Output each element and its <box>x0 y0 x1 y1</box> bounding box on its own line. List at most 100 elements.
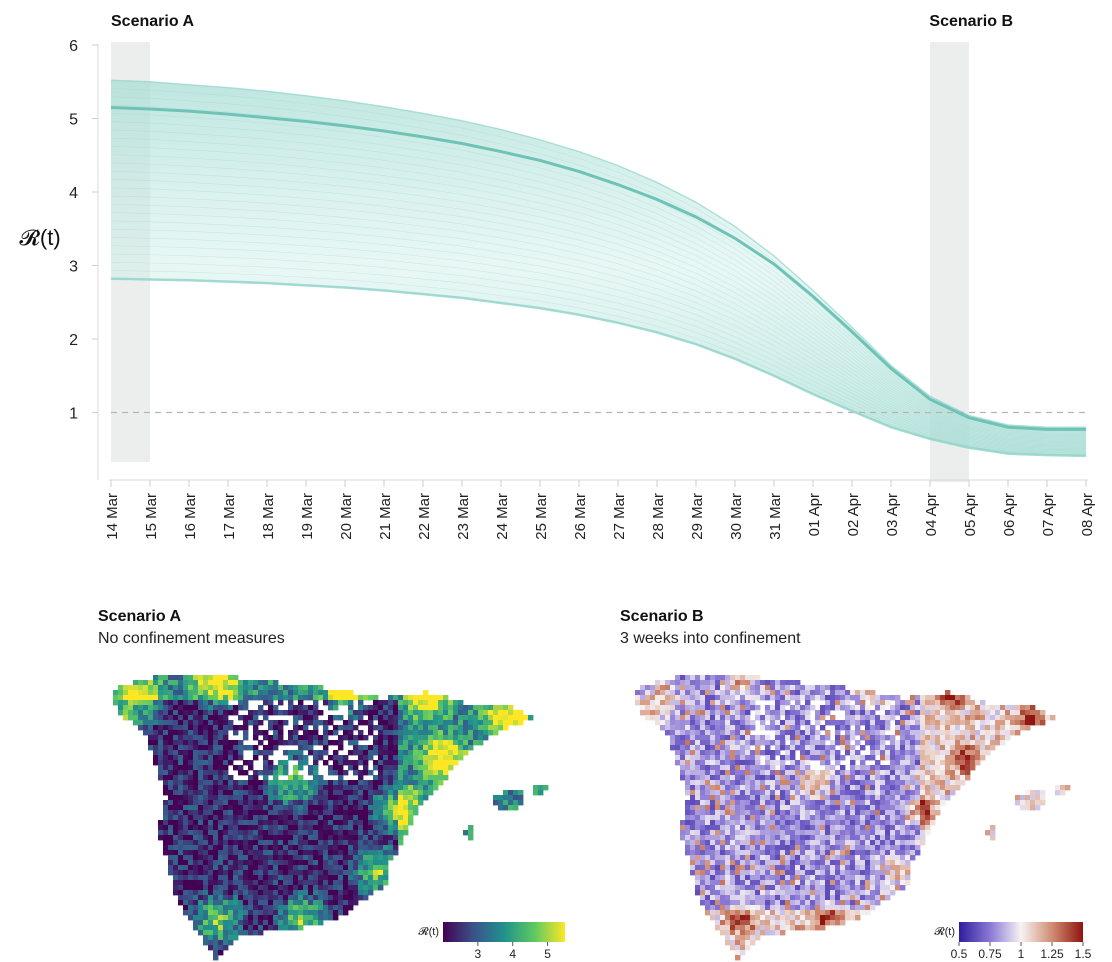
municipality-cell <box>690 845 696 851</box>
municipality-cell <box>725 750 731 756</box>
municipality-cell <box>368 715 374 721</box>
municipality-cell <box>318 855 324 861</box>
municipality-cell <box>700 680 706 686</box>
municipality-cell <box>388 730 394 736</box>
municipality-cell <box>825 780 831 786</box>
municipality-cell <box>865 770 871 776</box>
municipality-cell <box>163 700 169 706</box>
municipality-cell <box>840 875 846 881</box>
municipality-cell <box>770 725 776 731</box>
municipality-cell <box>780 765 786 771</box>
municipality-cell <box>423 715 429 721</box>
municipality-cell <box>203 715 209 721</box>
municipality-cell <box>183 810 189 816</box>
municipality-cell <box>348 830 354 836</box>
municipality-cell <box>173 700 179 706</box>
municipality-cell <box>283 895 289 901</box>
municipality-cell <box>950 705 956 711</box>
municipality-cell <box>830 745 836 751</box>
municipality-cell <box>790 745 796 751</box>
municipality-cell <box>860 765 866 771</box>
municipality-cell <box>178 760 184 766</box>
y-tick-label: 6 <box>69 38 78 55</box>
municipality-cell <box>885 830 891 836</box>
municipality-cell <box>855 710 861 716</box>
municipality-cell <box>168 780 174 786</box>
municipality-cell <box>228 695 234 701</box>
ensemble-curve <box>110 237 1087 451</box>
municipality-cell <box>675 690 681 696</box>
municipality-cell <box>503 720 509 726</box>
municipality-cell <box>865 735 871 741</box>
municipality-cell <box>745 810 751 816</box>
municipality-cell <box>705 835 711 841</box>
municipality-cell <box>308 860 314 866</box>
municipality-cell <box>163 835 169 841</box>
municipality-cell <box>845 890 851 896</box>
municipality-cell <box>183 795 189 801</box>
municipality-cell <box>750 700 756 706</box>
municipality-cell <box>815 825 821 831</box>
municipality-cell <box>800 770 806 776</box>
municipality-cell <box>358 745 364 751</box>
y-tick-label: 3 <box>69 259 78 276</box>
municipality-cell <box>398 740 404 746</box>
municipality-cell <box>263 860 269 866</box>
municipality-cell <box>208 710 214 716</box>
municipality-cell <box>930 780 936 786</box>
municipality-cell <box>233 880 239 886</box>
municipality-cell <box>870 730 876 736</box>
municipality-cell <box>248 840 254 846</box>
municipality-cell <box>363 780 369 786</box>
municipality-cell <box>860 770 866 776</box>
municipality-cell <box>850 690 856 696</box>
municipality-cell <box>293 795 299 801</box>
municipality-cell <box>800 740 806 746</box>
municipality-cell <box>278 710 284 716</box>
municipality-cell <box>323 740 329 746</box>
municipality-cell <box>855 850 861 856</box>
municipality-cell <box>755 815 761 821</box>
municipality-cell <box>725 825 731 831</box>
municipality-cell <box>865 800 871 806</box>
municipality-cell <box>735 805 741 811</box>
municipality-cell <box>293 780 299 786</box>
municipality-cell <box>700 770 706 776</box>
municipality-cell <box>398 765 404 771</box>
municipality-cell <box>870 715 876 721</box>
municipality-cell <box>865 845 871 851</box>
municipality-cell <box>940 800 946 806</box>
municipality-cell <box>178 900 184 906</box>
y-tick-label: 5 <box>69 112 78 129</box>
municipality-cell <box>755 850 761 856</box>
municipality-cell <box>258 855 264 861</box>
municipality-cell <box>755 790 761 796</box>
municipality-cell <box>193 720 199 726</box>
municipality-cell <box>278 770 284 776</box>
municipality-cell <box>720 785 726 791</box>
municipality-cell <box>715 850 721 856</box>
municipality-cell <box>283 825 289 831</box>
municipality-cell <box>228 840 234 846</box>
municipality-cell <box>408 770 414 776</box>
municipality-cell <box>343 845 349 851</box>
municipality-cell <box>855 795 861 801</box>
municipality-cell <box>745 710 751 716</box>
municipality-cell <box>443 700 449 706</box>
municipality-cell <box>328 865 334 871</box>
municipality-cell <box>403 795 409 801</box>
municipality-cell <box>328 900 334 906</box>
municipality-cell <box>905 865 911 871</box>
municipality-cell <box>373 795 379 801</box>
municipality-cell <box>188 810 194 816</box>
municipality-cell <box>805 770 811 776</box>
municipality-cell <box>815 745 821 751</box>
municipality-cell <box>745 825 751 831</box>
municipality-cell <box>1015 715 1021 721</box>
municipality-cell <box>138 710 144 716</box>
municipality-cell <box>795 890 801 896</box>
municipality-cell <box>278 795 284 801</box>
municipality-cell <box>790 765 796 771</box>
municipality-cell <box>493 730 499 736</box>
municipality-cell <box>478 730 484 736</box>
